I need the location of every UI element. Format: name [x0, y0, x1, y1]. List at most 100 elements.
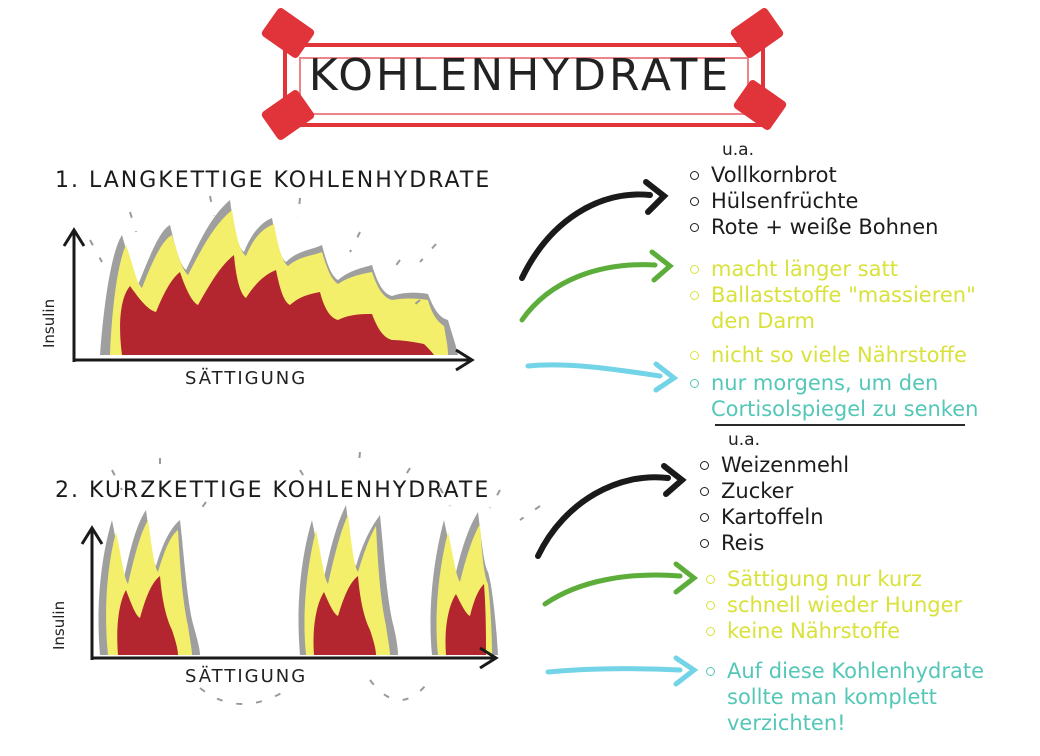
benefit-item-continued: den Darm	[690, 308, 976, 334]
example-item: Weizenmehl	[700, 452, 849, 478]
banner-ribbon-top-left	[261, 8, 315, 58]
example-text: Weizenmehl	[721, 453, 850, 477]
effect-text: keine Nährstoffe	[727, 619, 901, 643]
benefit-item: nicht so viele Nährstoffe	[690, 342, 976, 368]
bullet-icon	[700, 487, 709, 496]
arrow-cyan-2	[545, 666, 683, 675]
section-1-heading: 1. LANGKETTIGE KOHLENHYDRATE	[55, 168, 492, 193]
tip-item-continued: verzichten!	[706, 710, 984, 736]
bullet-icon	[690, 197, 699, 206]
section-2-x-axis-label: SÄTTIGUNG	[185, 666, 308, 687]
tip-text: Cortisolspiegel zu senken	[711, 397, 979, 421]
bullet-icon	[690, 223, 699, 232]
benefit-text: macht länger satt	[711, 257, 898, 281]
tip-text: Auf diese Kohlenhydrate	[727, 659, 985, 683]
arrow-green-1	[519, 262, 658, 323]
benefit-item: Ballaststoffe "massieren"	[690, 282, 976, 308]
example-text: Vollkornbrot	[711, 163, 837, 187]
bullet-icon	[690, 265, 699, 274]
example-item: Vollkornbrot	[690, 162, 938, 188]
benefit-text: nicht so viele Nährstoffe	[711, 343, 967, 367]
example-text: Reis	[721, 531, 765, 555]
radiating-lines	[89, 195, 437, 313]
bullet-icon	[700, 539, 709, 548]
example-text: Zucker	[721, 479, 794, 503]
bullet-icon	[690, 291, 699, 300]
arrow-black-2	[535, 474, 671, 559]
flame-red-1	[117, 576, 178, 655]
tip-text: sollte man komplett	[727, 685, 937, 709]
arrow-black-1	[519, 191, 653, 281]
section-1-y-axis-label: Insulin	[40, 298, 58, 348]
arrow-black-1-head	[643, 179, 669, 215]
banner-ribbon-bottom-right	[733, 80, 787, 130]
effect-item: keine Nährstoffe	[706, 618, 962, 644]
arrow-cyan-1	[525, 362, 663, 379]
section-2-ua: u.a.	[728, 430, 760, 450]
section-2-y-axis-label: Insulin	[50, 600, 68, 650]
example-item: Reis	[700, 530, 849, 556]
bullet-icon	[706, 601, 715, 610]
bullet-icon	[706, 575, 715, 584]
banner-ribbon-bottom-left	[261, 90, 315, 140]
flame-red-2	[313, 576, 376, 655]
bullet-icon	[700, 513, 709, 522]
y-axis-arrowhead	[62, 227, 86, 247]
tip-item: nur morgens, um den	[690, 370, 978, 396]
example-item: Rote + weiße Bohnen	[690, 214, 938, 240]
section-1-benefits: macht länger satt Ballaststoffe "massier…	[690, 256, 976, 368]
bullet-icon	[706, 667, 715, 676]
banner-ribbon-top-right	[730, 8, 784, 58]
flame-red-3	[445, 584, 486, 655]
arrow-cyan-1-head	[653, 361, 679, 393]
effect-item: schnell wieder Hunger	[706, 592, 962, 618]
example-text: Rote + weiße Bohnen	[711, 215, 939, 239]
page-title: KOHLENHYDRATE	[308, 50, 732, 101]
arrows	[519, 179, 699, 687]
example-text: Hülsenfrüchte	[711, 189, 859, 213]
example-item: Hülsenfrüchte	[690, 188, 938, 214]
chart-short-chain	[80, 451, 541, 705]
tip-item-continued: Cortisolspiegel zu senken	[690, 396, 978, 422]
arrow-green-1-head	[649, 249, 674, 283]
radiating-lines-2	[111, 451, 541, 705]
tip-text: verzichten!	[727, 711, 846, 735]
effect-item: Sättigung nur kurz	[706, 566, 962, 592]
arrow-black-2-head	[661, 463, 687, 497]
benefit-text: den Darm	[711, 309, 815, 333]
effect-text: Sättigung nur kurz	[727, 567, 922, 591]
bullet-icon	[706, 627, 715, 636]
x-axis-arrowhead-2	[479, 646, 499, 670]
section-2-effects: Sättigung nur kurz schnell wieder Hunger…	[706, 566, 962, 644]
section-2-tip: Auf diese Kohlenhydrate sollte man kompl…	[706, 658, 984, 736]
tip-item-continued: sollte man komplett	[706, 684, 984, 710]
section-1-tip: nur morgens, um den Cortisolspiegel zu s…	[690, 370, 978, 422]
bullet-icon	[690, 379, 699, 388]
section-2-examples: Weizenmehl Zucker Kartoffeln Reis	[700, 452, 849, 556]
y-axis-arrowhead-2	[80, 525, 104, 545]
section-2-heading: 2. KURZKETTIGE KOHLENHYDRATE	[55, 478, 491, 503]
bullet-icon	[700, 461, 709, 470]
x-axis-arrowhead	[455, 348, 475, 372]
title-banner	[261, 8, 787, 140]
arrow-green-2	[542, 572, 683, 607]
benefit-item: macht länger satt	[690, 256, 976, 282]
benefit-text: Ballaststoffe "massieren"	[711, 283, 976, 307]
section-1-examples: Vollkornbrot Hülsenfrüchte Rote + weiße …	[690, 162, 938, 240]
flame-red	[120, 255, 434, 355]
example-item: Zucker	[700, 478, 849, 504]
section-1-x-axis-label: SÄTTIGUNG	[185, 368, 308, 389]
arrow-cyan-2-head	[673, 655, 699, 687]
example-text: Kartoffeln	[721, 505, 824, 529]
tip-item: Auf diese Kohlenhydrate	[706, 658, 984, 684]
banner-frame	[283, 43, 765, 127]
section-1-ua: u.a.	[722, 140, 754, 160]
tip-text: nur morgens, um den	[711, 371, 939, 395]
effect-text: schnell wieder Hunger	[727, 593, 963, 617]
arrow-green-2-head	[673, 561, 699, 595]
bullet-icon	[690, 171, 699, 180]
chart-long-chain	[62, 195, 475, 372]
bullet-icon	[690, 351, 699, 360]
tip-underline	[715, 424, 965, 426]
